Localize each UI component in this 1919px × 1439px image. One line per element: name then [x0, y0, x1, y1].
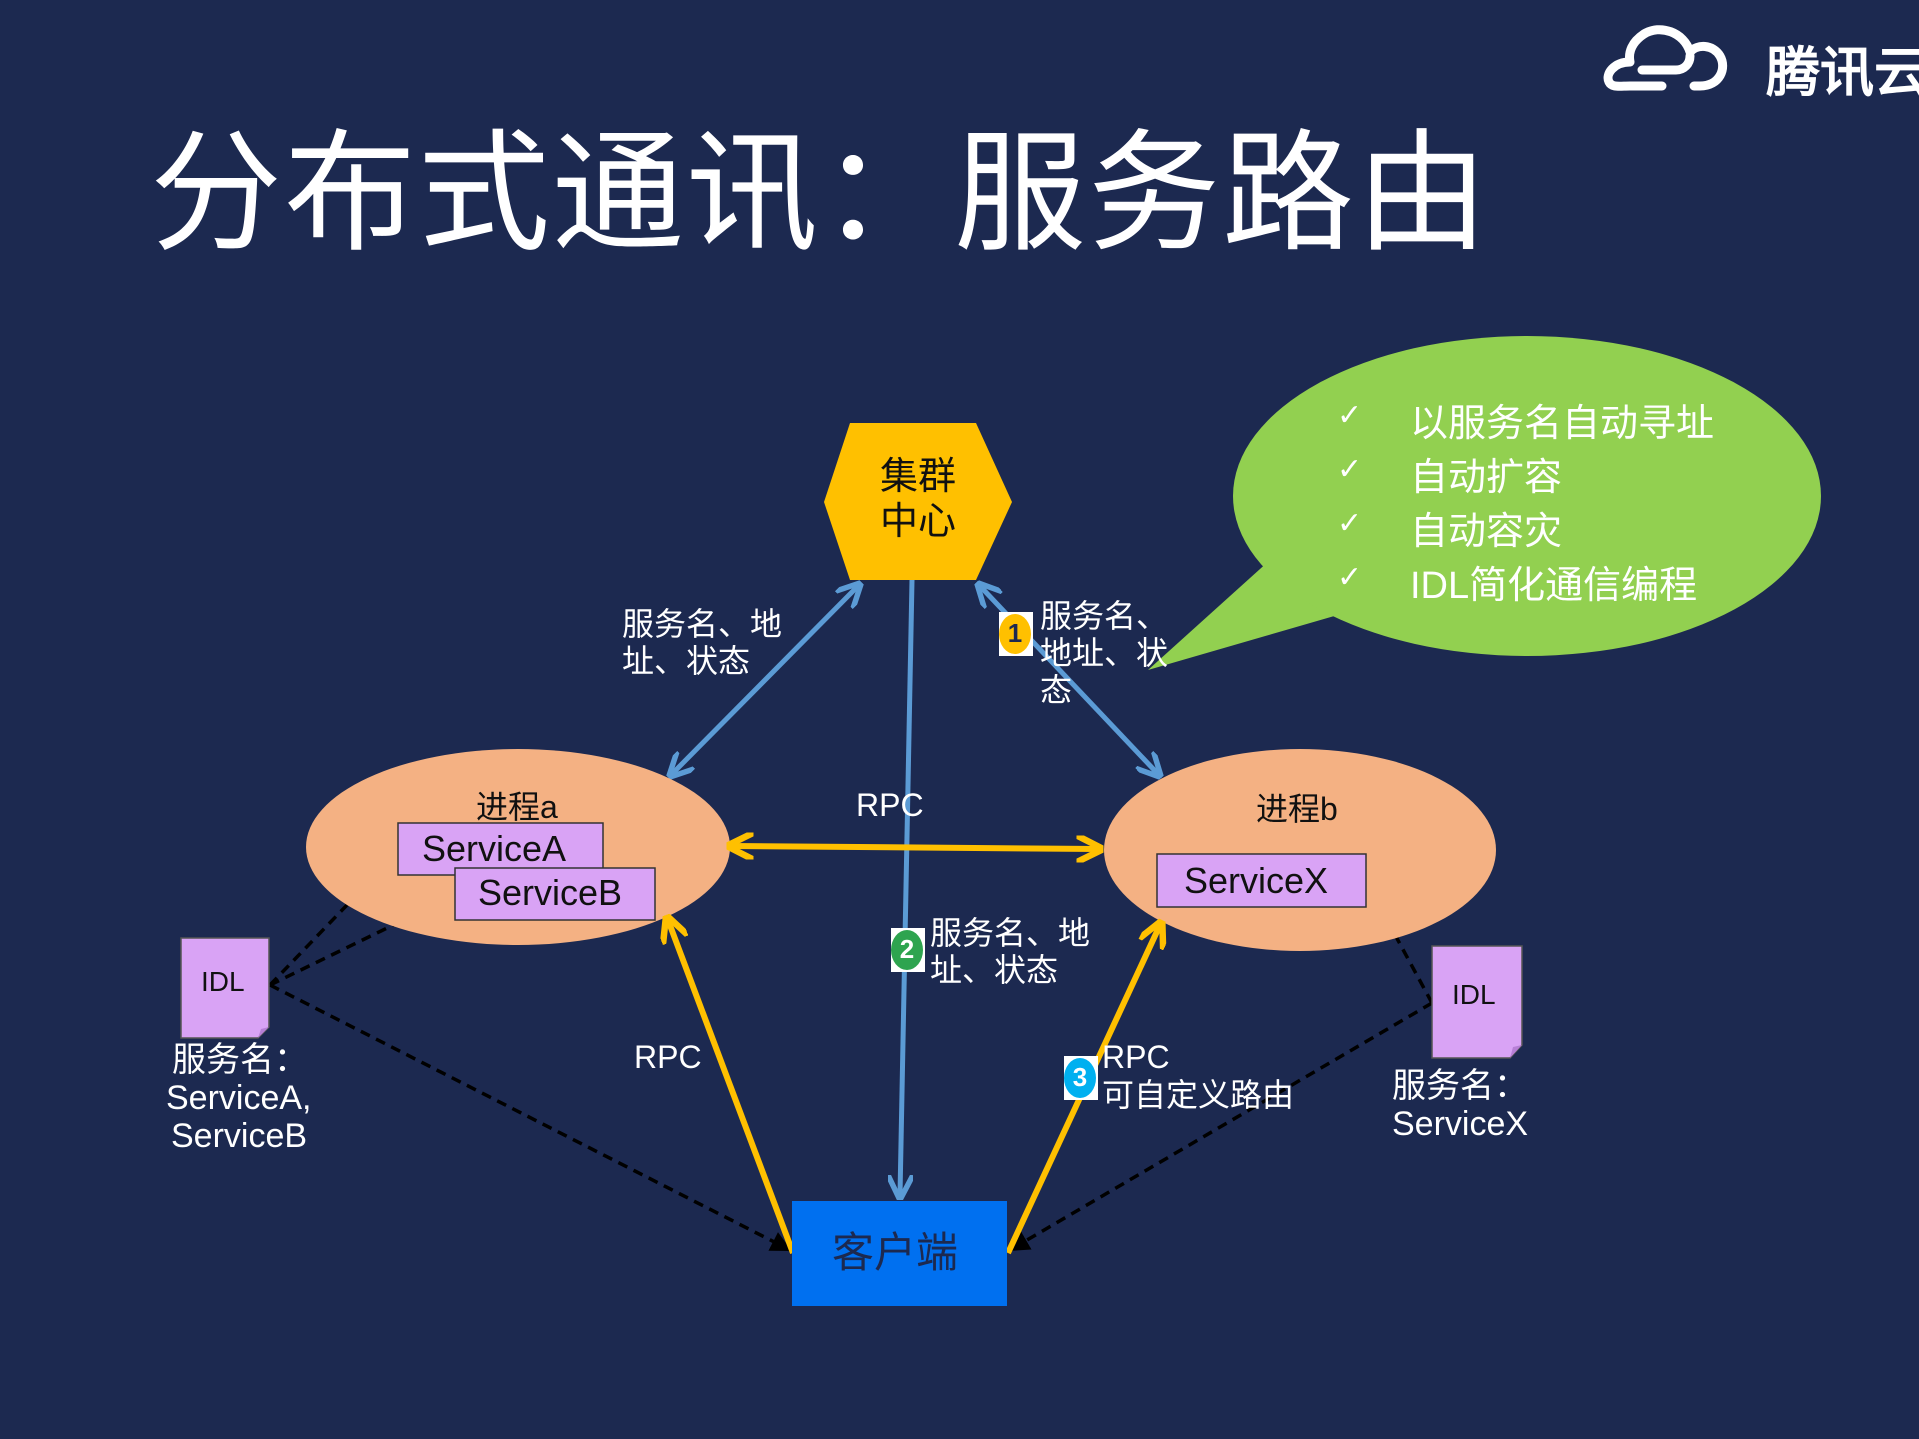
- process-b-node: [1104, 749, 1496, 951]
- step-badge-3: [1064, 1056, 1098, 1100]
- idl-left-caption-3: ServiceB: [171, 1117, 308, 1155]
- idl-right-label: IDL: [1452, 979, 1496, 1010]
- bubble-item-1: 以服务名自动寻址: [1410, 403, 1715, 445]
- discovery-label-1: 服务名、地: [930, 915, 1091, 951]
- service-x-box: [1156, 853, 1367, 908]
- idl-left-label: IDL: [201, 966, 245, 997]
- cluster-center-label-2: 中心: [880, 501, 957, 543]
- check-icon: ✓: [1337, 561, 1363, 594]
- feature-speech-bubble: [1148, 336, 1821, 670]
- rpc-label-right-2: 可自定义路由: [1102, 1077, 1295, 1113]
- register-label-left-1: 服务名、地: [622, 606, 783, 642]
- step-badge-3-number: 3: [1072, 1062, 1088, 1092]
- client-label: 客户端: [832, 1229, 959, 1276]
- register-label-right-1: 服务名、: [1040, 598, 1169, 634]
- rpc-label-left: RPC: [634, 1039, 702, 1075]
- bubble-item-3: 自动容灾: [1410, 511, 1563, 553]
- bubble-item-2: 自动扩容: [1410, 457, 1563, 499]
- idl-right-caption-1: 服务名：: [1392, 1067, 1528, 1105]
- register-label-right-3: 态: [1040, 672, 1073, 708]
- rpc-arrow-between-processes: [732, 846, 1098, 849]
- idl-right-caption-2: ServiceX: [1392, 1105, 1529, 1143]
- service-a-box: [397, 822, 604, 876]
- page-title: 分布式通讯：服务路由: [150, 117, 1490, 271]
- rpc-arrow-client-to-a: [668, 920, 796, 1255]
- service-x-label: ServiceX: [1184, 860, 1329, 901]
- brand-logo-text: 腾讯云: [1766, 43, 1919, 103]
- check-icon: ✓: [1337, 507, 1363, 540]
- idl-left-caption-1: 服务名：: [172, 1041, 308, 1079]
- step-badge-2-number: 2: [899, 934, 915, 964]
- cloud-icon: [1603, 25, 1728, 91]
- process-b-label: 进程b: [1256, 791, 1338, 827]
- idl-document-right: [1431, 945, 1523, 1059]
- service-b-label: ServiceB: [478, 872, 623, 913]
- service-b-box: [454, 867, 656, 921]
- register-label-right-2: 地址、状: [1040, 635, 1169, 671]
- bubble-item-4: IDL简化通信编程: [1410, 565, 1698, 607]
- process-a-label: 进程a: [476, 789, 558, 825]
- rpc-label-right-1: RPC: [1102, 1039, 1170, 1075]
- step-badge-1-number: 1: [1007, 618, 1023, 648]
- check-icon: ✓: [1337, 399, 1363, 432]
- step-badge-1: [999, 612, 1033, 656]
- client-node: [792, 1201, 1007, 1306]
- check-icon: ✓: [1337, 453, 1363, 486]
- rpc-label-between: RPC: [856, 787, 924, 823]
- idl-left-caption-2: ServiceA,: [166, 1079, 312, 1117]
- discovery-arrow-center: [900, 579, 915, 1195]
- step-badge-2: [891, 928, 925, 972]
- register-label-left-2: 址、状态: [622, 643, 751, 679]
- discovery-label-2: 址、状态: [930, 952, 1059, 988]
- service-a-label: ServiceA: [422, 828, 567, 869]
- idl-document-left: [180, 937, 270, 1039]
- register-arrow-left: [672, 586, 858, 774]
- cluster-center-node: [824, 423, 1012, 580]
- cluster-center-label-1: 集群: [880, 456, 957, 498]
